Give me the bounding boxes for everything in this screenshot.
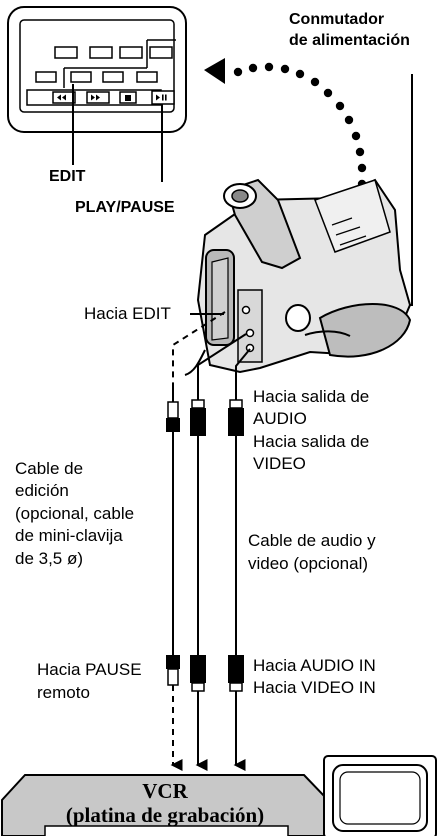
audio-out-label-2: AUDIO (253, 409, 307, 428)
power-switch-label-2: de alimentación (289, 32, 410, 49)
av-cable-label-1: Cable de audio y (248, 531, 376, 550)
play-pause-label: PLAY/PAUSE (75, 199, 175, 216)
edit-cable-label-5: de 3,5 ø) (15, 549, 83, 568)
video-cable (228, 348, 251, 771)
vcr (1, 774, 329, 836)
remote-pause-label-2: remoto (37, 683, 90, 702)
av-cable-label-2: video (opcional) (248, 554, 368, 573)
edit-button (70, 71, 92, 83)
edit-cable-label-3: (opcional, cable (15, 504, 134, 523)
tv-icon (323, 755, 437, 836)
panel-button (54, 46, 78, 59)
edit-cable (166, 311, 226, 771)
edit-label: EDIT (49, 168, 86, 185)
vcr-label-2: (platina de grabación) (66, 803, 264, 827)
remote-panel (7, 6, 187, 133)
audio-out-label-1: Hacia salida de (253, 387, 369, 406)
edit-cable-label-1: Cable de (15, 459, 83, 478)
panel-button (35, 71, 57, 83)
power-switch-label-1: Conmutador (289, 11, 384, 28)
video-out-label-1: Hacia salida de (253, 432, 369, 451)
edit-cable-label-2: edición (15, 481, 69, 500)
vcr-label-1: VCR (142, 779, 188, 803)
camcorder (184, 178, 412, 376)
panel-button (149, 46, 173, 59)
video-out-label-2: VIDEO (253, 454, 306, 473)
remote-pause-label-1: Hacia PAUSE (37, 660, 142, 679)
video-in-label: Hacia VIDEO IN (253, 678, 376, 697)
panel-button (136, 71, 158, 83)
to-edit-label: Hacia EDIT (84, 304, 171, 323)
edit-cable-label-4: de mini-clavija (15, 526, 123, 545)
panel-button (89, 46, 113, 59)
audio-in-label: Hacia AUDIO IN (253, 656, 376, 675)
panel-button (102, 71, 124, 83)
panel-button (119, 46, 143, 59)
audio-cable (190, 333, 247, 771)
arrowhead-icon (204, 58, 225, 84)
power-arrow (204, 58, 367, 205)
